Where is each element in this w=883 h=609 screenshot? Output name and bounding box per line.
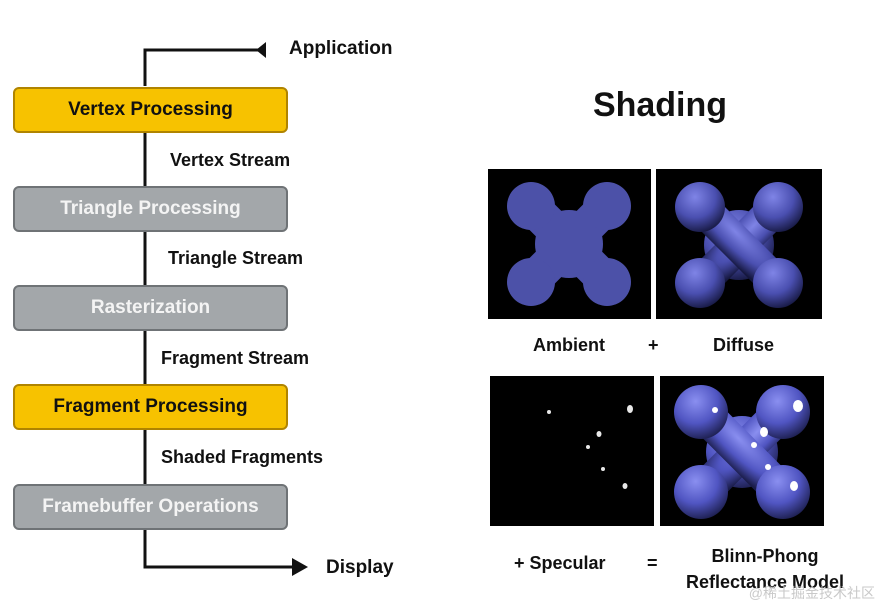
stream-shaded-fragments: Shaded Fragments bbox=[161, 447, 324, 467]
blinn-phong-panel bbox=[660, 376, 824, 526]
watermark: @稀土掘金技术社区 bbox=[748, 585, 875, 601]
blinn-phong-image bbox=[674, 385, 810, 519]
shading-title: Shading bbox=[592, 86, 728, 124]
diffuse-panel bbox=[656, 169, 822, 319]
ambient-label: Ambient bbox=[533, 335, 605, 355]
specular-panel bbox=[490, 376, 654, 526]
equals-sign: = bbox=[647, 553, 658, 573]
stage-vertex-processing: Vertex Processing bbox=[13, 87, 288, 133]
stage-fragment-processing: Fragment Processing bbox=[13, 384, 288, 430]
blinn-phong-label: Blinn-Phong bbox=[711, 546, 819, 566]
diffuse-image bbox=[675, 182, 803, 308]
stage-triangle-processing: Triangle Processing bbox=[13, 186, 288, 232]
application-label: Application bbox=[289, 38, 393, 59]
specular-image bbox=[547, 405, 633, 489]
stream-fragment: Fragment Stream bbox=[161, 348, 310, 368]
stage-framebuffer-operations: Framebuffer Operations bbox=[13, 484, 288, 530]
specular-label: + Specular bbox=[514, 553, 606, 573]
reflectance-model-label: Reflectance Model bbox=[685, 572, 845, 592]
stream-triangle: Triangle Stream bbox=[168, 248, 304, 268]
stream-vertex: Vertex Stream bbox=[170, 150, 291, 170]
stage-rasterization: Rasterization bbox=[13, 285, 288, 331]
display-label: Display bbox=[326, 557, 394, 578]
diffuse-label: Diffuse bbox=[713, 335, 775, 355]
ambient-image bbox=[507, 182, 631, 306]
ambient-panel bbox=[488, 169, 651, 319]
plus-sign: + bbox=[648, 335, 659, 355]
